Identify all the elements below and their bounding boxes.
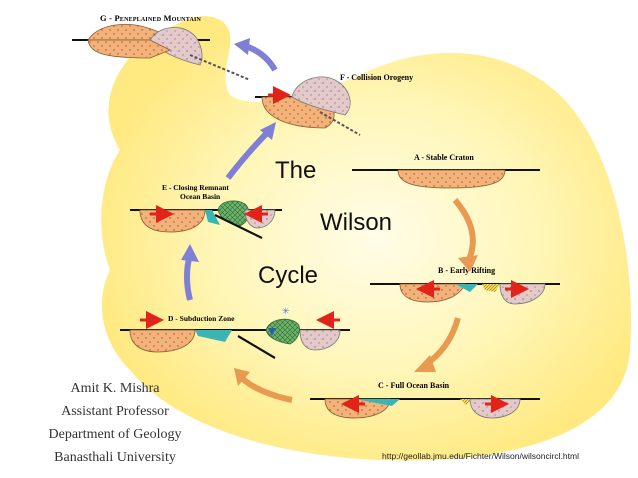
stage-e-label-2: Ocean Basin <box>180 192 221 201</box>
cycle-arrow-a-to-b <box>452 198 478 272</box>
stage-b-label: B - Early Rifting <box>438 266 495 275</box>
stage-e-label-1: E - Closing Remnant <box>162 183 229 192</box>
cycle-arrow-c-to-d <box>234 368 293 403</box>
stage-f-diagram <box>255 76 361 136</box>
source-url[interactable]: http://geollab.jmu.edu/Fichter/Wilson/wi… <box>382 451 579 461</box>
stage-f-label: F - Collision Orogeny <box>340 73 413 82</box>
stage-d-diagram: ✳ <box>120 306 350 359</box>
cycle-arrow-f-to-g <box>234 38 278 72</box>
cycle-arrow-b-to-c <box>414 317 461 372</box>
stage-c-label: C - Full Ocean Basin <box>378 381 450 390</box>
title-wilson: Wilson <box>320 209 392 236</box>
author-university: Banasthali University <box>54 450 176 465</box>
cycle-arrow-d-to-e <box>181 244 199 301</box>
title-cycle: Cycle <box>258 262 318 289</box>
stage-g-label: G - Peneplained Mountain <box>100 13 202 23</box>
stage-c-diagram <box>310 395 540 419</box>
background-glow <box>101 16 631 461</box>
stage-b-diagram <box>370 280 560 305</box>
stage-a-diagram <box>352 169 540 189</box>
author-position: Assistant Professor <box>61 404 169 419</box>
stage-d-label: D - Subduction Zone <box>168 314 235 323</box>
cycle-arrow-e-to-f <box>225 122 276 180</box>
author-department: Department of Geology <box>49 427 182 442</box>
stage-a-label: A - Stable Craton <box>414 153 474 162</box>
author-name: Amit K. Mishra <box>70 381 160 396</box>
stage-g-diagram <box>72 24 251 81</box>
stage-e-diagram <box>130 200 282 239</box>
title-the: The <box>275 157 316 184</box>
svg-text:✳: ✳ <box>282 306 290 316</box>
